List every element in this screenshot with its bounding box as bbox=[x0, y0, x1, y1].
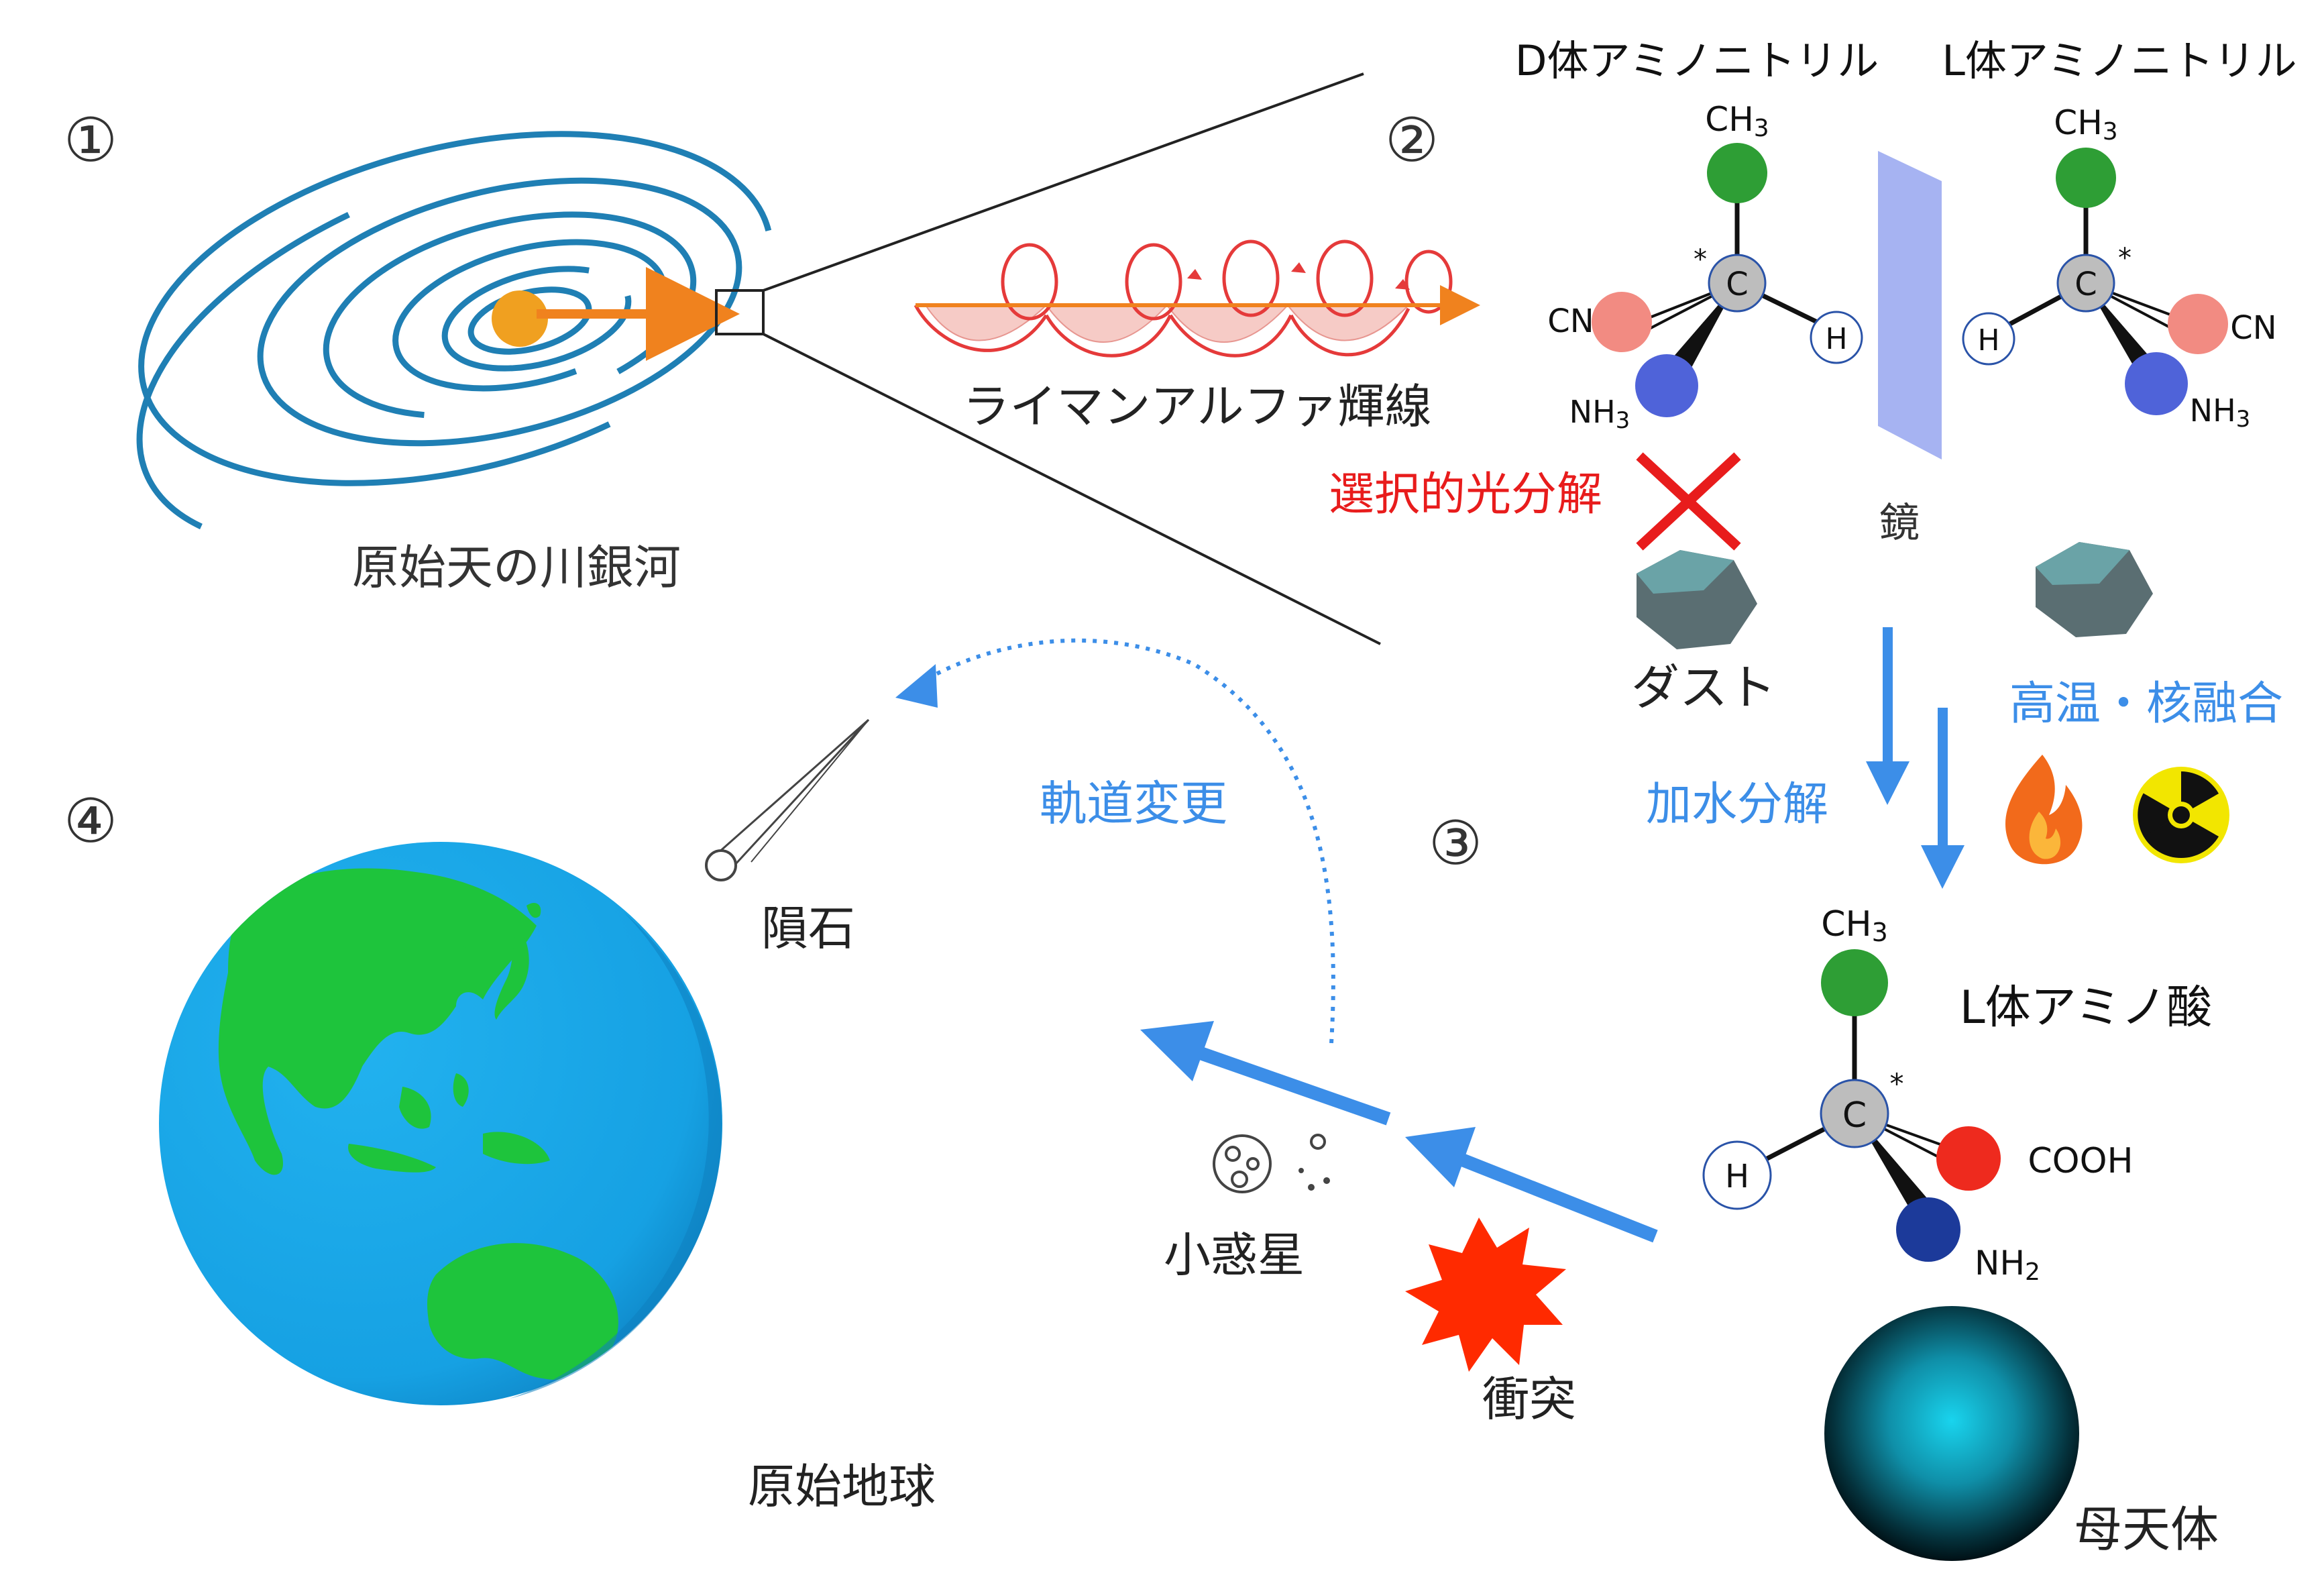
hydrolysis-label: 加水分解 bbox=[1646, 778, 1828, 831]
d-chiral-star: * bbox=[1694, 244, 1707, 275]
d-ch3-label: CH3 bbox=[1705, 100, 1769, 142]
orbit-change-label: 軌道変更 bbox=[1040, 776, 1227, 831]
earth-globe-icon bbox=[159, 842, 722, 1405]
l-cn-atom bbox=[2168, 294, 2228, 354]
step-number-1: ① bbox=[64, 105, 118, 176]
collision-arrow-left bbox=[1140, 1021, 1391, 1126]
dust-rock-right-icon bbox=[2036, 542, 2153, 637]
primitive-earth-label: 原始地球 bbox=[748, 1459, 936, 1514]
lyman-alpha-label: ライマンアルファ輝線 bbox=[962, 379, 1431, 434]
d-c-label: C bbox=[1726, 266, 1749, 303]
milky-way-label: 原始天の川銀河 bbox=[352, 540, 681, 595]
parent-body-label: 母天体 bbox=[2074, 1501, 2219, 1558]
asteroid-label: 小惑星 bbox=[1164, 1228, 1305, 1283]
parent-body-sphere bbox=[1824, 1306, 2079, 1561]
aa-nh2-label: NH2 bbox=[1975, 1244, 2040, 1286]
asteroid-icon bbox=[1213, 1134, 1330, 1193]
aa-cooh-label: COOH bbox=[2028, 1141, 2133, 1181]
d-cn-atom bbox=[1592, 292, 1652, 352]
l-amino-acid-title: L体アミノ酸 bbox=[1960, 981, 2213, 1034]
circularly-polarized-wave-icon bbox=[914, 239, 1453, 358]
aa-cooh-atom bbox=[1936, 1126, 2001, 1191]
aa-ch3-label: CH3 bbox=[1821, 904, 1888, 947]
galaxy-spiral-icon bbox=[136, 131, 774, 530]
aa-h-atom bbox=[1702, 1140, 1772, 1210]
selective-photolysis-label: 選択的光分解 bbox=[1329, 468, 1602, 521]
zoom-line-top bbox=[763, 72, 1364, 292]
aa-chiral-star: * bbox=[1890, 1067, 1904, 1100]
mirror-label: 鏡 bbox=[1879, 500, 1920, 547]
d-aminonitrile-molecule: CH3 CN NH3 H C * bbox=[1547, 100, 1863, 434]
collision-label: 衝突 bbox=[1482, 1372, 1576, 1427]
l-nh3-atom bbox=[2125, 352, 2188, 415]
l-chiral-star: * bbox=[2118, 243, 2132, 274]
d-c-atom bbox=[1708, 254, 1767, 313]
l-c-atom bbox=[2056, 254, 2115, 313]
cross-mark-icon bbox=[1636, 452, 1741, 551]
collision-arrow-right bbox=[1405, 1127, 1658, 1243]
aa-h-label: H bbox=[1725, 1158, 1749, 1195]
meteorite-icon bbox=[705, 718, 870, 881]
meteorite-label: 隕石 bbox=[761, 901, 855, 956]
d-nh3-label: NH3 bbox=[1569, 394, 1630, 434]
l-h-label: H bbox=[1977, 323, 1999, 358]
step-number-4: ④ bbox=[64, 786, 118, 857]
l-ch3-atom bbox=[2056, 148, 2116, 208]
l-nh3-label: NH3 bbox=[2190, 392, 2251, 433]
explosion-burst-icon bbox=[1405, 1218, 1566, 1372]
aa-c-atom bbox=[1820, 1079, 1889, 1148]
fire-icon bbox=[2005, 755, 2083, 865]
l-aminonitrile-molecule: CH3 CN NH3 H C * bbox=[1962, 103, 2277, 433]
step-number-3: ③ bbox=[1429, 808, 1483, 879]
dust-rock-left-icon bbox=[1637, 550, 1757, 649]
step-number-2: ② bbox=[1385, 105, 1439, 176]
d-h-atom bbox=[1810, 311, 1863, 364]
orbit-change-dotted-arrow bbox=[911, 638, 1335, 1044]
d-h-label: H bbox=[1825, 322, 1847, 356]
d-aminonitrile-title: D体アミノニトリル bbox=[1515, 36, 1879, 85]
mirror-plane bbox=[1878, 151, 1942, 459]
l-ch3-label: CH3 bbox=[2054, 103, 2117, 146]
zoom-line-bottom bbox=[763, 333, 1381, 645]
hydrolysis-arrows bbox=[1866, 627, 1965, 889]
aa-c-label: C bbox=[1842, 1095, 1867, 1136]
aa-ch3-atom bbox=[1821, 949, 1888, 1016]
aa-nh2-atom bbox=[1896, 1197, 1960, 1262]
zoom-box bbox=[715, 289, 765, 335]
dust-label: ダスト bbox=[1631, 659, 1776, 716]
d-nh3-atom bbox=[1635, 354, 1698, 417]
high-temp-fusion-label: 高温・核融合 bbox=[2009, 678, 2283, 731]
orbit-change-arrowhead bbox=[895, 664, 938, 708]
d-cn-label: CN bbox=[1547, 303, 1594, 340]
l-cn-label: CN bbox=[2230, 309, 2276, 347]
radiation-icon bbox=[2133, 767, 2229, 863]
sun-icon bbox=[492, 290, 548, 347]
d-ch3-atom bbox=[1707, 143, 1767, 203]
l-c-label: C bbox=[2074, 266, 2097, 303]
l-amino-acid-molecule: CH3 COOH NH2 H C * bbox=[1702, 904, 2134, 1286]
l-h-atom bbox=[1962, 312, 2015, 366]
l-aminonitrile-title: L体アミノニトリル bbox=[1942, 36, 2297, 85]
